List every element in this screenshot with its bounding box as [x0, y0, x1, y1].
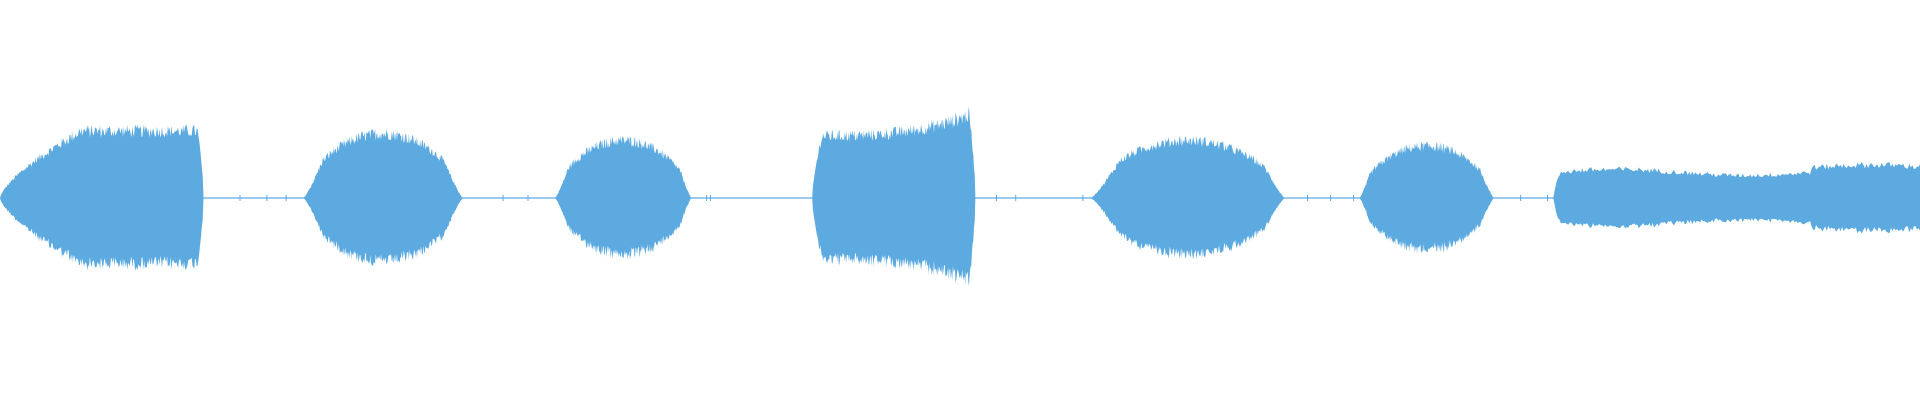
- waveform-segment-2: [303, 129, 463, 267]
- waveform-segment-7: [1553, 162, 1920, 234]
- waveform-segment-3: [554, 135, 692, 260]
- waveform-segment-4: [812, 106, 976, 286]
- waveform-segment-5: [1090, 135, 1285, 260]
- waveform-segment-1: [0, 124, 204, 271]
- waveform-segment-6: [1359, 141, 1494, 254]
